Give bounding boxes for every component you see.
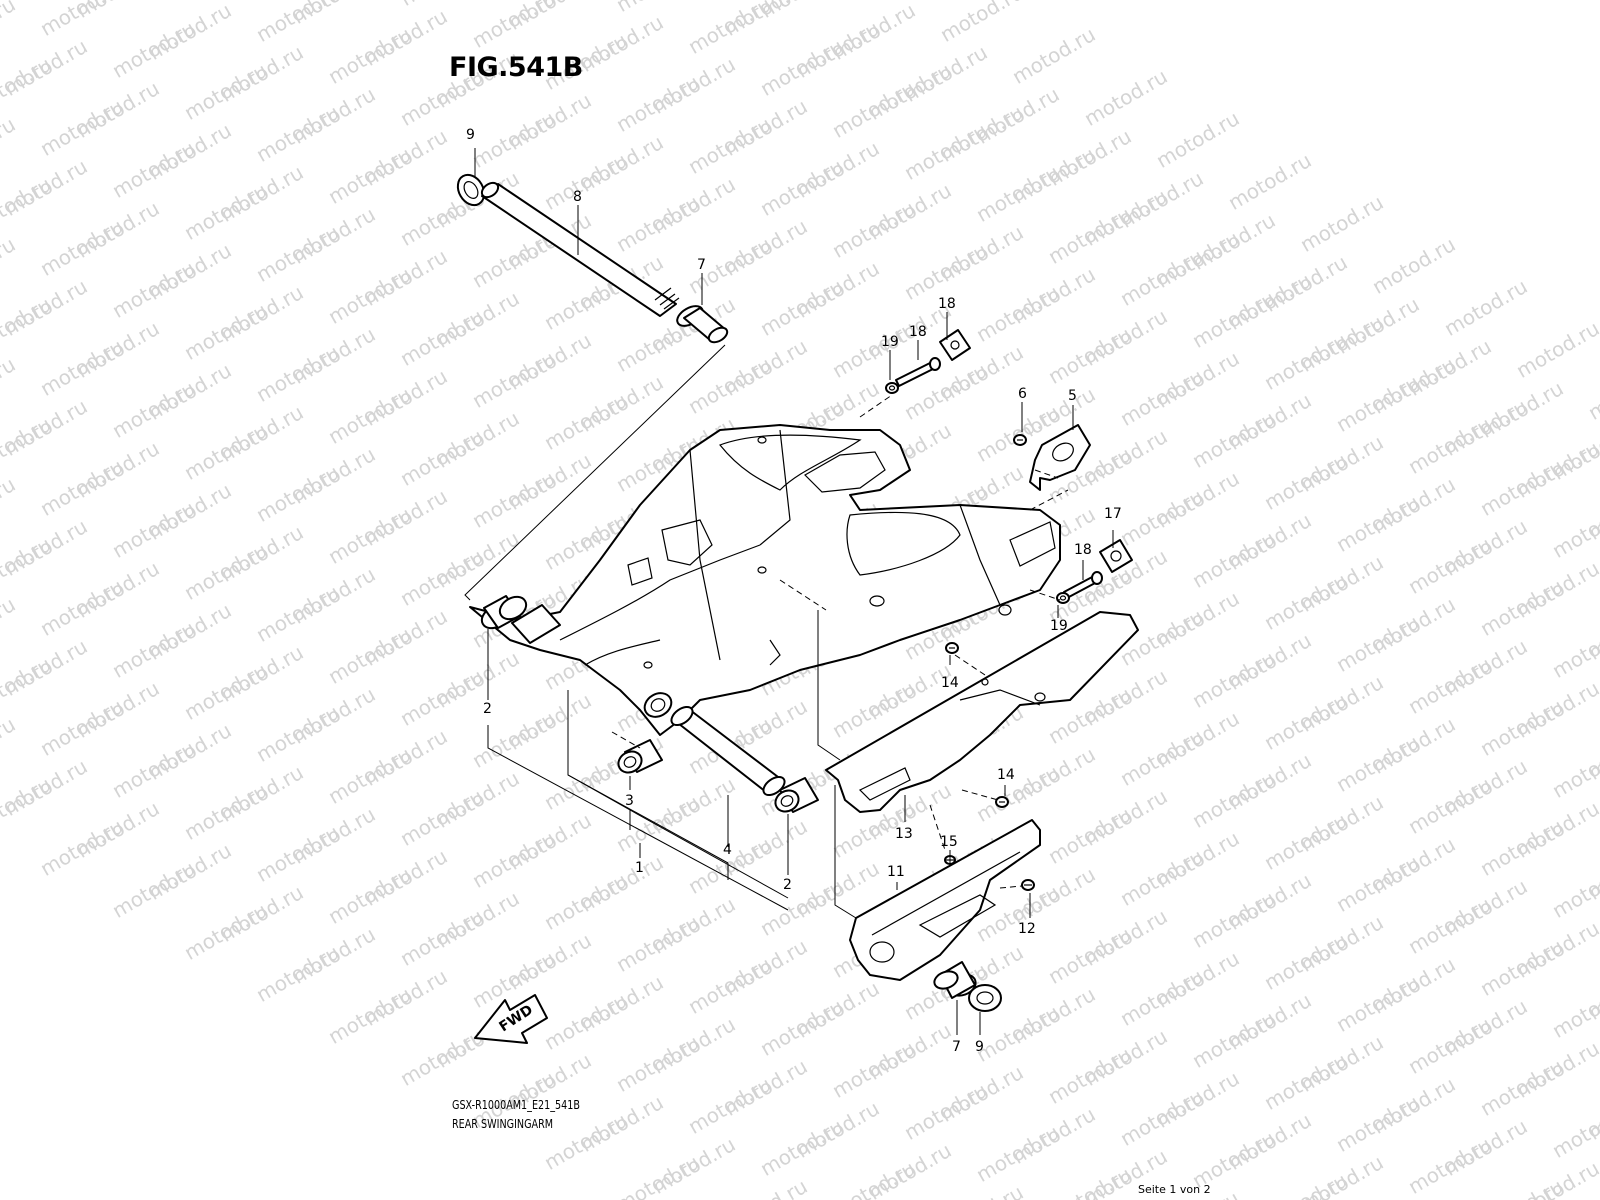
callout-10: 9 [466, 127, 475, 143]
callout-14-top: 14 [941, 675, 959, 691]
part-locknut-19-top [885, 382, 899, 394]
part-screw-6 [1013, 434, 1027, 446]
part-bolt-14-top [945, 642, 959, 654]
part-bearing-2-left [480, 595, 528, 630]
callout-7-top: 7 [697, 257, 706, 273]
callout-19-top: 19 [881, 334, 899, 350]
callout-6: 6 [1018, 386, 1027, 402]
dashed-alignment-lines [611, 394, 1069, 889]
part-group-name: REAR SWINGINGARM [452, 1117, 554, 1131]
callout-8: 8 [573, 189, 582, 205]
callout-12: 12 [1018, 921, 1036, 937]
callout-2-left: 2 [483, 701, 492, 717]
part-pivot-nut-10 [456, 173, 486, 207]
callout-18-top: 18 [909, 324, 927, 340]
part-collar-7-bottom [933, 961, 977, 999]
callout-1: 1 [635, 860, 644, 876]
callout-4: 4 [723, 842, 732, 858]
part-locknut-19-right [1056, 592, 1070, 604]
part-spacer-4 [670, 705, 786, 797]
callout-9: 9 [975, 1039, 984, 1055]
callout-16: 18 [938, 296, 956, 312]
callout-3: 3 [625, 793, 634, 809]
figure-title: FIG.541B [449, 52, 583, 83]
callout-labels: 9 8 7 18 18 19 6 5 17 18 19 14 14 13 15 … [466, 127, 1122, 1055]
part-adjuster-bolt-18-top [895, 357, 941, 387]
leader-lines [464, 148, 1114, 1035]
part-swingarm-body [469, 424, 1061, 736]
part-bearing-2-right [774, 777, 819, 813]
callout-5: 5 [1068, 388, 1077, 404]
part-collar-7-top [676, 305, 729, 344]
part-bracket-5 [1029, 424, 1091, 491]
part-adjuster-16 [939, 329, 971, 361]
callout-7-bottom: 7 [952, 1039, 961, 1055]
part-pivot-nut-9 [968, 984, 1002, 1012]
fwd-arrow-icon [474, 994, 548, 1044]
callout-18-right: 18 [1074, 542, 1092, 558]
part-chain-cover-13 [825, 611, 1139, 813]
part-bearing-3 [617, 739, 663, 774]
part-chain-case-11 [849, 819, 1041, 981]
callout-17: 17 [1104, 506, 1122, 522]
callout-14-bottom: 14 [997, 767, 1015, 783]
callout-11: 11 [887, 864, 905, 880]
part-pivot-shaft-8 [480, 181, 680, 317]
part-bolt-14-bottom [995, 796, 1009, 808]
page-counter: Seite 1 von 2 [1138, 1183, 1211, 1196]
part-adjuster-17 [1099, 539, 1133, 573]
callout-2-right: 2 [783, 877, 792, 893]
model-code: GSX-R1000AM1_E21_541B [452, 1098, 580, 1112]
callout-19-right: 19 [1050, 618, 1068, 634]
part-bolt-12 [1021, 879, 1035, 891]
callout-13: 13 [895, 826, 913, 842]
callout-15: 15 [940, 834, 958, 850]
